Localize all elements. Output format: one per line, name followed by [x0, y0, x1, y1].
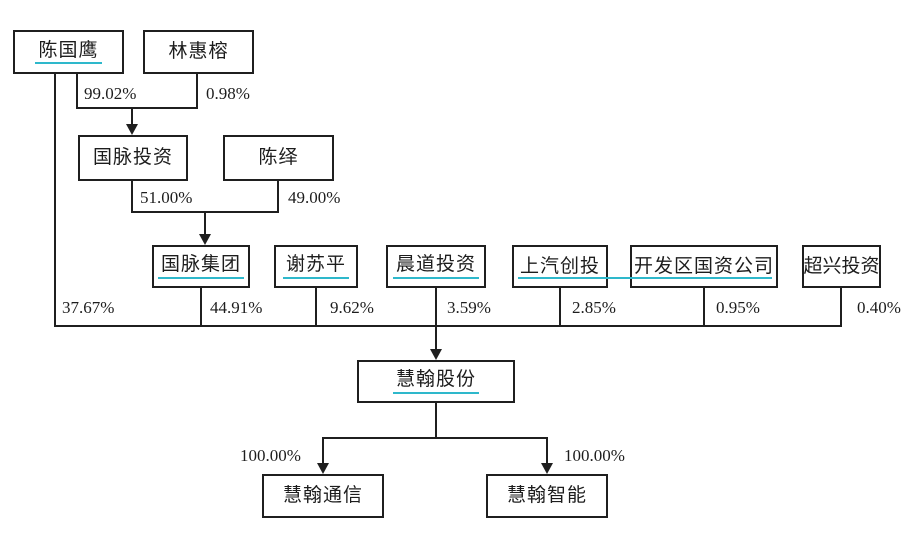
node-label: 开发区国资公司 [633, 255, 774, 277]
node-kaifaqu-state-owned-company: 开发区国资公司 [630, 245, 778, 288]
node-guomai-group: 国脉集团 [152, 245, 250, 288]
connector-merge-bar-2 [131, 211, 279, 213]
node-label: 谢苏平 [282, 254, 349, 279]
node-lin-huirong: 林惠榕 [143, 30, 254, 74]
connector-saic-drop [559, 288, 561, 325]
arrow-down-icon [126, 124, 138, 135]
node-label: 慧翰智能 [506, 485, 587, 507]
connector-guomai-group-drop [200, 288, 202, 325]
node-label: 国脉集团 [157, 254, 244, 279]
node-chen-guoying: 陈国鹰 [13, 30, 124, 74]
node-label: 慧翰股份 [392, 369, 479, 394]
arrow-down-icon [541, 463, 553, 474]
node-chen-yi: 陈绎 [223, 135, 334, 181]
connector-arrow-stem-2 [204, 213, 206, 235]
node-label: 晨道投资 [392, 254, 479, 279]
pct-chen-guoying-to-huihan: 37.67% [62, 298, 115, 317]
pct-huihan-to-comm: 100.00% [240, 446, 301, 465]
connector-chen-guoying-long-drop [54, 74, 56, 325]
node-label: 慧翰通信 [282, 485, 363, 507]
node-chendao-investment: 晨道投资 [386, 245, 486, 288]
connector-shareholder-bus [54, 325, 842, 327]
node-saic-venture-capital: 上汽创投 [512, 245, 608, 288]
connector-huihan-intel-drop [546, 439, 548, 463]
arrow-down-icon [430, 349, 442, 360]
connector-chendao-drop-and-huihan-stem [435, 288, 437, 350]
connector-huihan-comm-drop [322, 439, 324, 463]
pct-chaoxing-to-huihan: 0.40% [857, 298, 901, 317]
connector-chen-yi-drop [277, 181, 279, 211]
node-label: 超兴投资 [803, 255, 880, 277]
connector-chen-guoying-drop [76, 74, 78, 108]
connector-merge-bar-1 [76, 107, 198, 109]
pct-huihan-to-intel: 100.00% [564, 446, 625, 465]
node-label: 陈绎 [258, 147, 299, 169]
node-huihan-communication: 慧翰通信 [262, 474, 384, 518]
connector-huihan-bottom-drop [435, 403, 437, 437]
pct-saic-to-huihan: 2.85% [572, 298, 616, 317]
connector-xie-suping-drop [315, 288, 317, 325]
node-label: 上汽创投 [519, 255, 600, 277]
connector-chaoxing-drop [840, 288, 842, 325]
pct-kaifaqu-to-huihan: 0.95% [716, 298, 760, 317]
connector-guomai-investment-drop [131, 181, 133, 211]
node-label: 陈国鹰 [35, 40, 102, 65]
connector-lin-huirong-drop [196, 74, 198, 108]
node-label: 林惠榕 [168, 41, 229, 63]
pct-chen-yi-to-guomai-group: 49.00% [288, 188, 341, 207]
node-xie-suping: 谢苏平 [274, 245, 358, 288]
pct-xie-suping-to-huihan: 9.62% [330, 298, 374, 317]
node-guomai-investment: 国脉投资 [78, 135, 188, 181]
pct-guomai-group-to-huihan: 44.91% [210, 298, 263, 317]
pct-guomai-investment-to-guomai-group: 51.00% [140, 188, 193, 207]
node-label: 国脉投资 [92, 147, 173, 169]
connector-arrow-stem-1 [131, 109, 133, 126]
pct-chen-guoying-to-guomai-investment: 99.02% [84, 84, 137, 103]
arrow-down-icon [317, 463, 329, 474]
node-chaoxing-investment: 超兴投资 [802, 245, 881, 288]
node-huihan-intelligence: 慧翰智能 [486, 474, 608, 518]
connector-kaifaqu-drop [703, 288, 705, 325]
connector-subsidiary-split-bar [322, 437, 548, 439]
pct-lin-huirong-to-guomai-investment: 0.98% [206, 84, 250, 103]
underline-bridge-saic-kaifaqu [518, 277, 772, 279]
pct-chendao-to-huihan: 3.59% [447, 298, 491, 317]
node-huihan-shares: 慧翰股份 [357, 360, 515, 403]
arrow-down-icon [199, 234, 211, 245]
